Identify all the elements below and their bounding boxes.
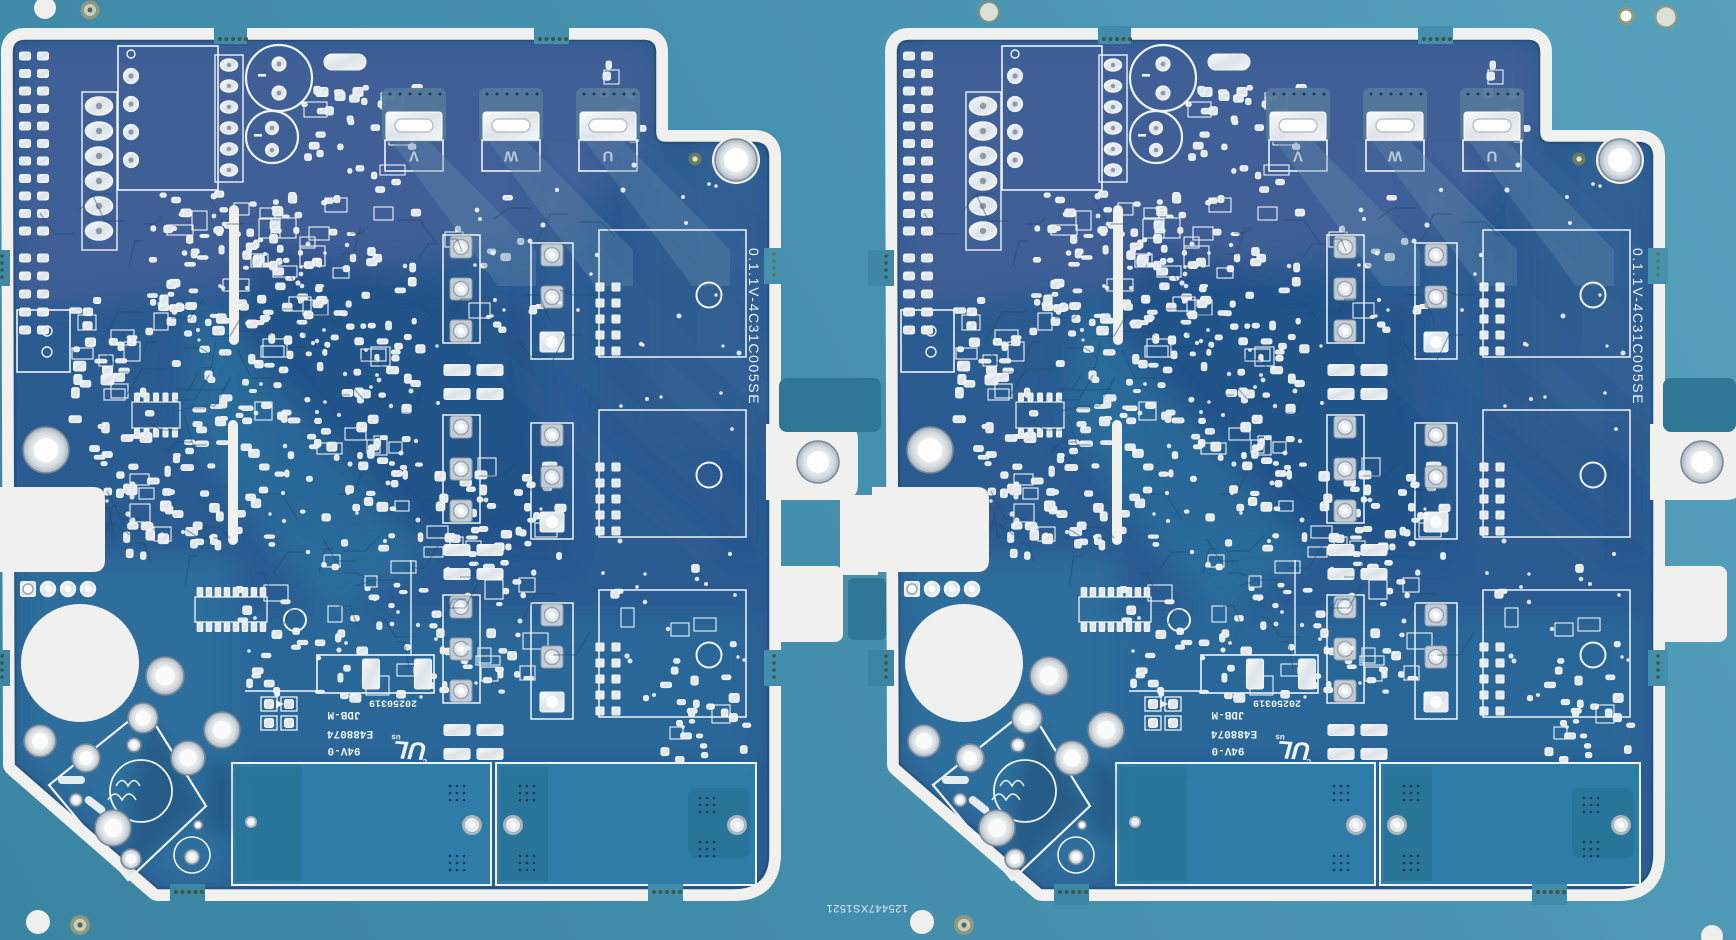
svg-text:125447XS1521: 125447XS1521 xyxy=(826,902,908,914)
